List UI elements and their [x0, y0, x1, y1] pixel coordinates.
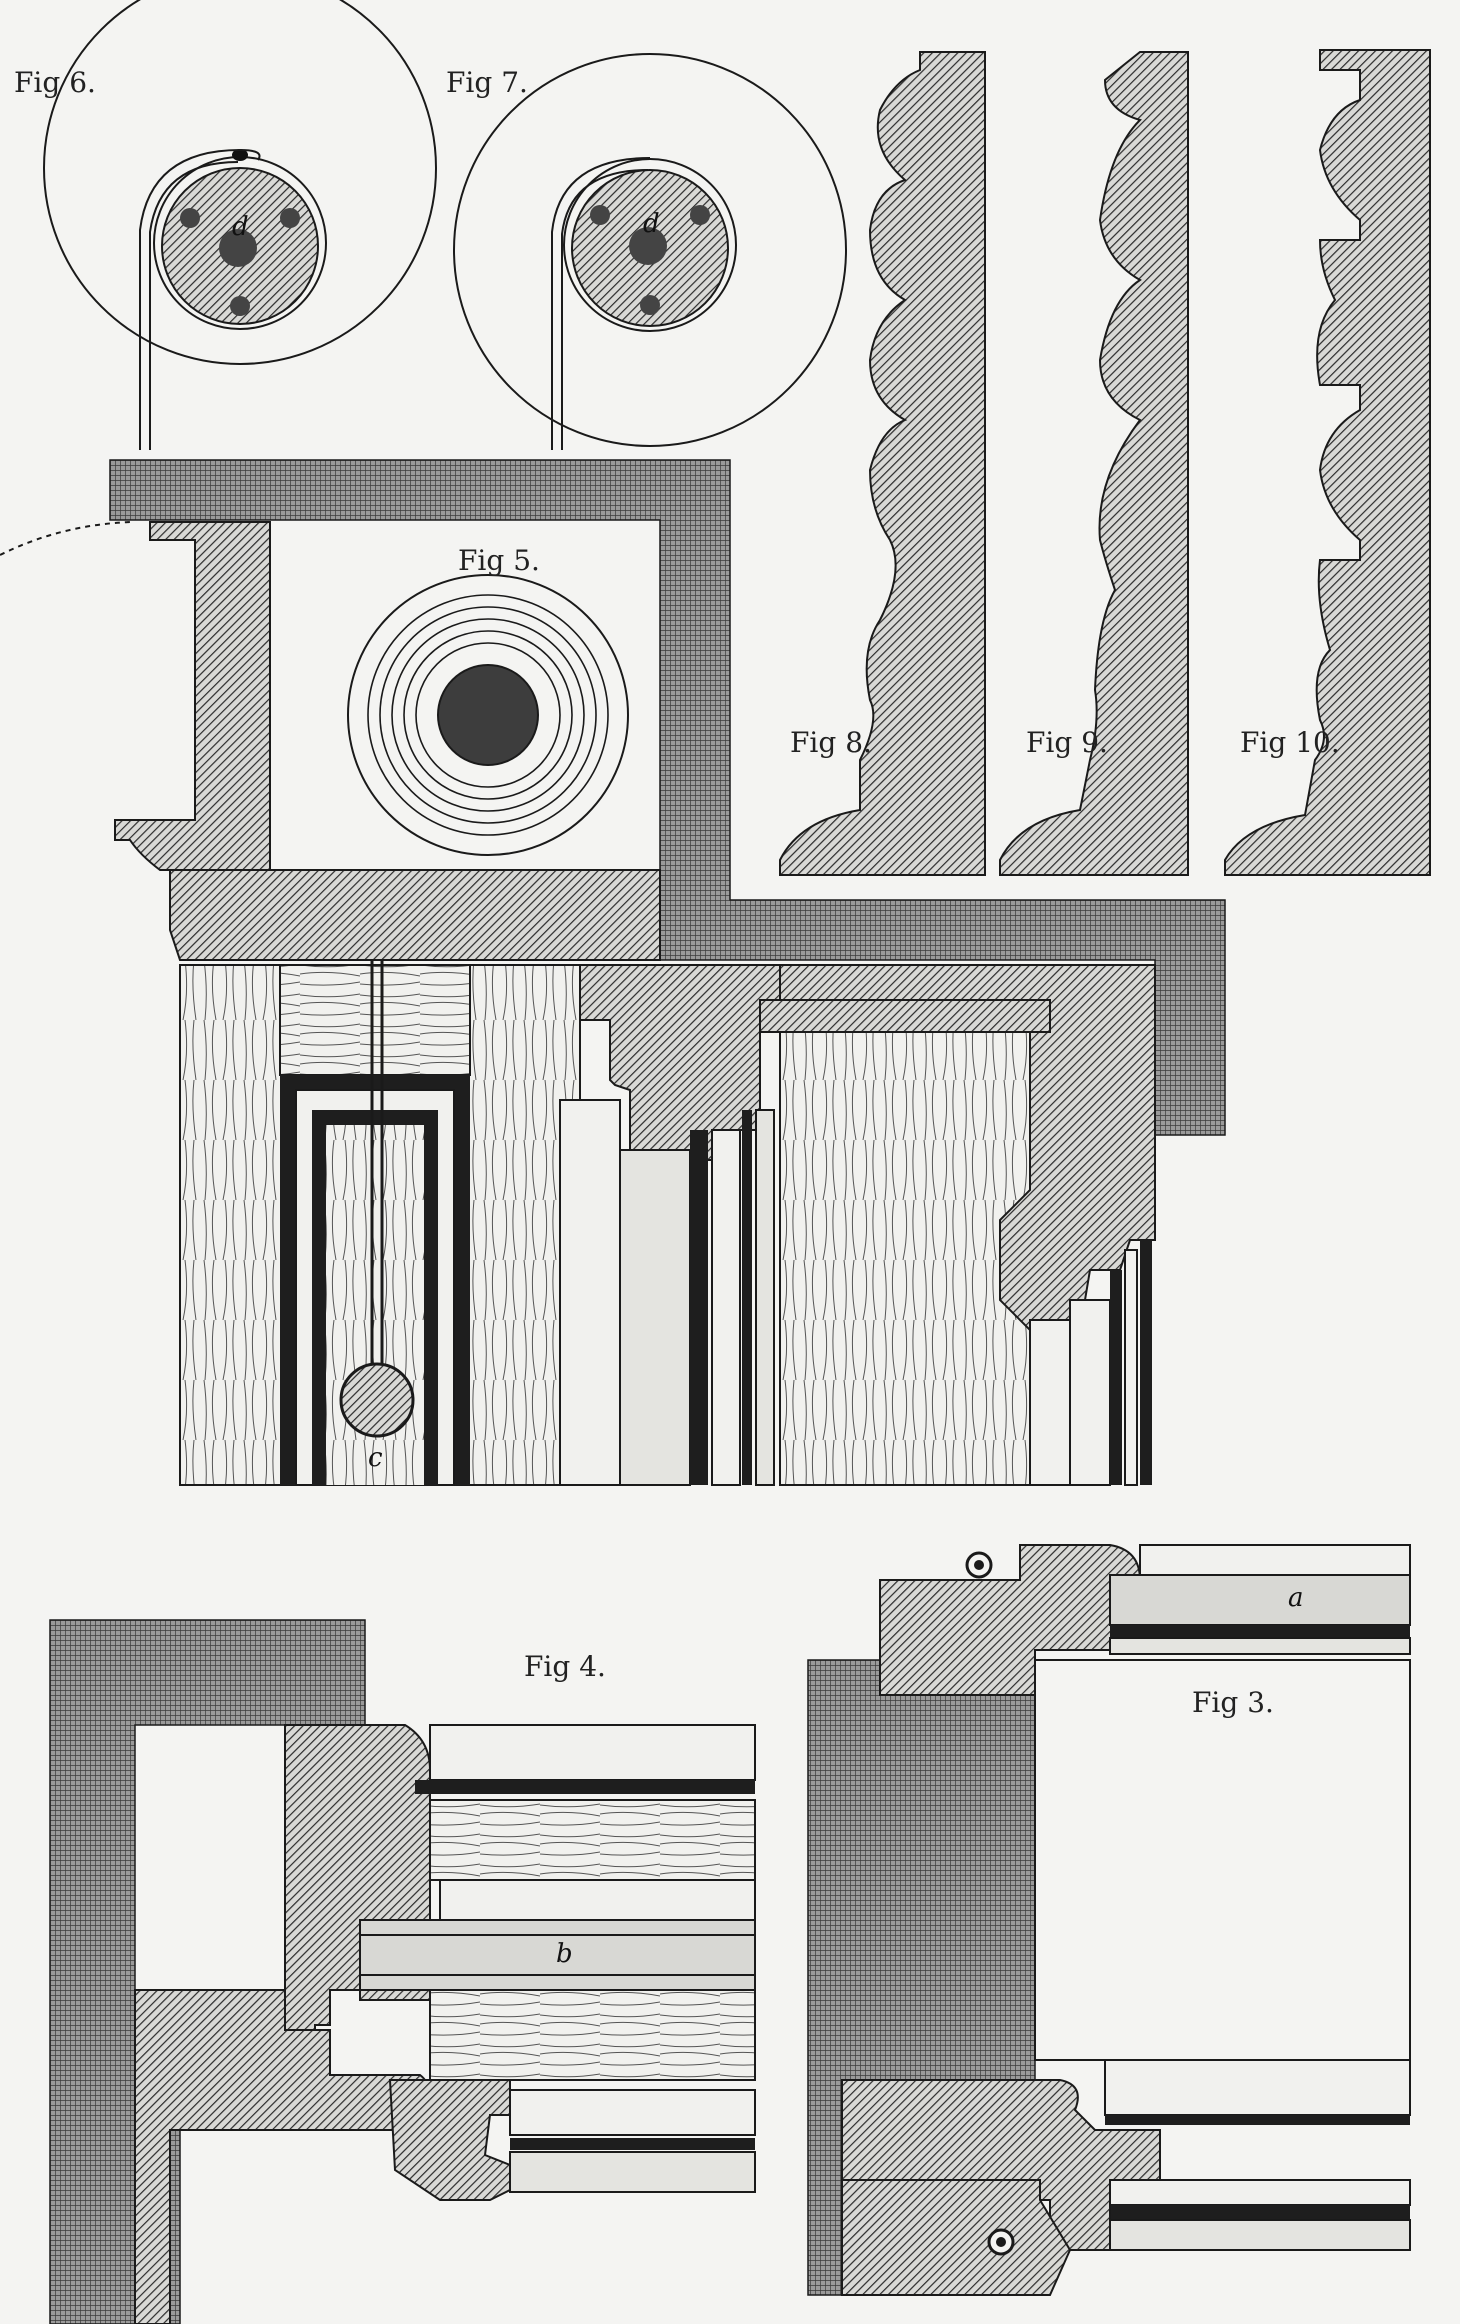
fig5-label: Fig 5.	[458, 544, 540, 577]
fig5-stile-sections	[559, 964, 1156, 1486]
fig3-head-frame	[879, 1544, 1141, 1696]
fig5-letter-c: c	[368, 1443, 383, 1473]
fig5-wood-elevation	[179, 960, 1031, 1486]
fig7-letter-d: d	[643, 209, 660, 239]
fig4-label: Fig 4.	[524, 1650, 606, 1683]
fig7-drum	[453, 53, 847, 450]
fig5-spring-roller	[347, 574, 629, 856]
fig8-label: Fig 8.	[790, 726, 872, 759]
fig9-profile	[999, 51, 1189, 876]
fig6-drum	[43, 0, 437, 450]
fig3-sill-frame	[841, 2079, 1161, 2296]
fig8-profile	[779, 51, 986, 876]
fig3-label: Fig 3.	[1192, 1686, 1274, 1719]
fig10-profile	[1224, 49, 1431, 876]
fig5-frame-left	[114, 521, 271, 871]
fig4-letter-b: b	[556, 1939, 573, 1969]
fig3-rail-elevation	[1104, 1544, 1411, 2251]
fig4-sash-elevation	[359, 1724, 756, 2193]
fig6-letter-d: d	[232, 212, 249, 242]
fig3-letter-a: a	[1288, 1583, 1304, 1613]
fig5-sill	[169, 869, 661, 961]
fig3-opening	[1034, 1659, 1411, 2061]
fig9-label: Fig 9.	[1026, 726, 1108, 759]
fig7-label: Fig 7.	[446, 66, 528, 99]
fig6-label: Fig 6.	[14, 66, 96, 99]
fig10-label: Fig 10.	[1240, 726, 1340, 759]
fig5-dotted-arc	[0, 521, 131, 556]
